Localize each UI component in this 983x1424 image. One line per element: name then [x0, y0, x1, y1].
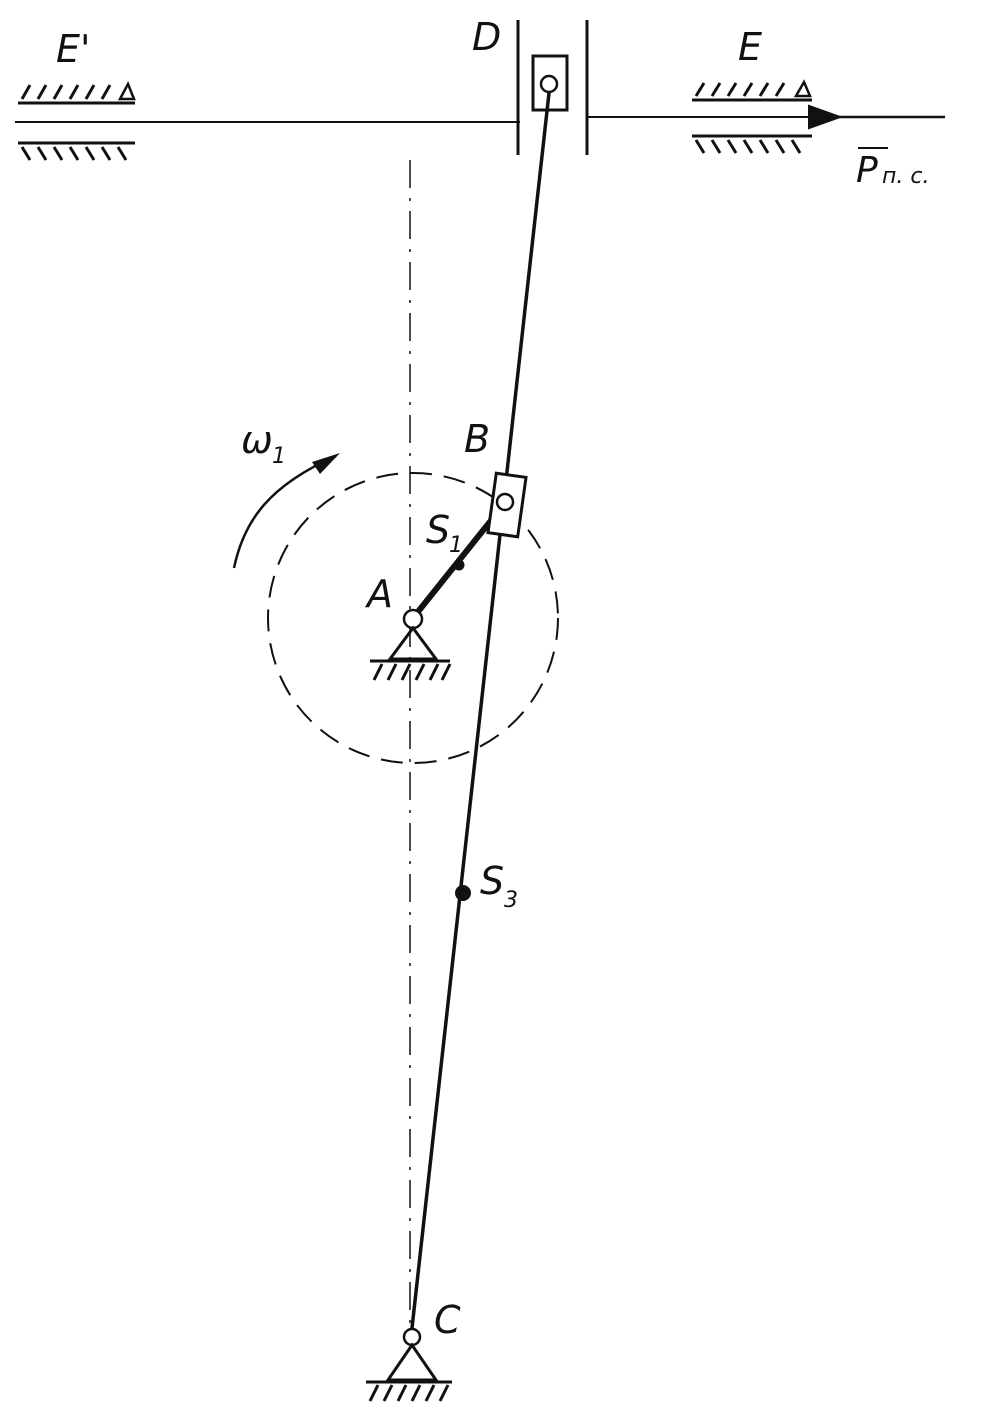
- label-e-prime: E': [56, 27, 90, 71]
- joint-a: [402, 608, 424, 630]
- joint-b: [495, 492, 515, 512]
- label-s3: S: [480, 859, 504, 903]
- guide-e-prime: [18, 81, 136, 161]
- crank-path-circle: [267, 472, 559, 764]
- label-b: B: [464, 417, 490, 461]
- label-s1: S: [426, 508, 450, 552]
- guide-e: [692, 79, 812, 154]
- mass-center-s1: [453, 559, 465, 571]
- rocker-link: [409, 83, 552, 1338]
- mass-center-s3: [455, 885, 471, 901]
- label-e: E: [738, 25, 762, 69]
- rotation-arrowhead: [312, 453, 340, 474]
- force-label-subscript: п. с.: [882, 164, 929, 189]
- label-a: A: [364, 572, 393, 616]
- label-c: C: [434, 1298, 461, 1342]
- force-label-symbol: P: [856, 150, 878, 191]
- label-omega: ω: [241, 418, 273, 462]
- label-d: D: [472, 15, 501, 59]
- joint-d: [539, 74, 559, 94]
- label-omega-subscript: 1: [272, 444, 286, 469]
- fixed-support-c-icon: [366, 1342, 452, 1402]
- label-s1-subscript: 1: [449, 533, 463, 558]
- label-s3-subscript: 3: [504, 888, 518, 913]
- fixed-support-a-icon: [370, 625, 452, 681]
